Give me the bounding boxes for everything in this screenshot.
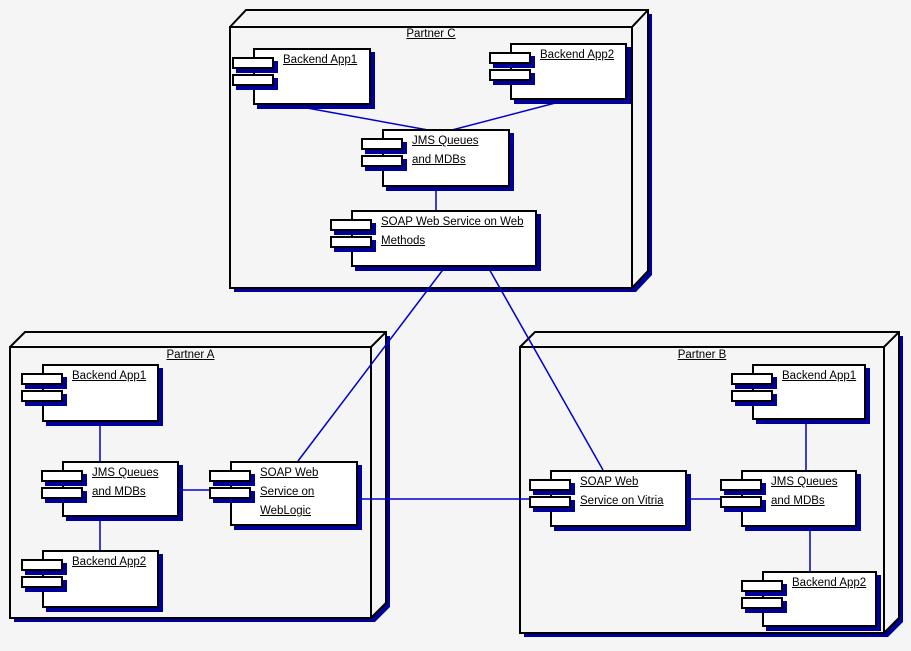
label-line: Backend App1	[782, 370, 857, 382]
component-a-backend-app1: Backend App1	[21, 364, 159, 422]
component-tab-icon	[741, 580, 783, 592]
label-line: SOAP Web	[260, 467, 319, 479]
label-line: Backend App2	[72, 556, 147, 568]
component-tab-icon	[731, 373, 773, 385]
node-title-partner-c: Partner C	[406, 28, 456, 40]
component-label: JMS Queues and MDBs	[412, 132, 506, 170]
node-edge	[631, 9, 649, 28]
component-b-backend-app1: Backend App1	[731, 364, 866, 420]
label-line: Backend App1	[283, 54, 358, 66]
component-c-soap: SOAP Web Service on Web Methods	[330, 210, 537, 267]
node-edge	[370, 602, 387, 619]
label-line: JMS Queues	[771, 476, 838, 488]
label-line: and MDBs	[412, 154, 466, 166]
label-line: and MDBs	[771, 495, 825, 507]
label-line: Backend App2	[540, 49, 615, 61]
component-label: JMS Queues and MDBs	[92, 464, 175, 502]
component-tab-icon	[209, 470, 251, 482]
connector-c-backend-app2--c-jms	[451, 100, 564, 131]
label-line: JMS Queues	[92, 467, 159, 479]
node-edge	[883, 617, 900, 634]
label-line: Service on Vitria	[580, 495, 664, 507]
component-label: Backend App2	[540, 46, 623, 65]
component-tab-icon	[489, 52, 531, 64]
node-edge	[631, 270, 649, 289]
component-label: Backend App1	[283, 51, 367, 70]
node-edge	[883, 331, 900, 348]
label-line: Backend App2	[792, 577, 867, 589]
label-line: SOAP Web Service on Web	[381, 216, 524, 228]
component-tab-icon	[330, 219, 372, 231]
component-a-jms: JMS Queues and MDBs	[41, 461, 179, 517]
component-tab-icon	[209, 487, 251, 499]
component-tab-icon	[529, 479, 571, 491]
component-tab-icon	[720, 479, 762, 491]
component-tab-icon	[21, 390, 63, 402]
component-tab-icon	[361, 138, 403, 150]
component-tab-icon	[41, 487, 83, 499]
connector-c-soap--a-soap	[297, 266, 446, 462]
component-label: Backend App1	[782, 367, 862, 386]
component-label: Backend App2	[72, 553, 155, 572]
component-tab-icon	[330, 236, 372, 248]
component-tab-icon	[720, 496, 762, 508]
component-a-backend-app2: Backend App2	[21, 550, 159, 608]
node-edge	[370, 331, 387, 348]
label-line: and MDBs	[92, 486, 146, 498]
label-line: WebLogic	[260, 505, 311, 517]
label-line: Methods	[381, 235, 426, 247]
connector-c-soap--b-soap	[487, 266, 604, 471]
label-line: Service on	[260, 486, 315, 498]
component-tab-icon	[21, 559, 63, 571]
label-line: Backend App1	[72, 370, 147, 382]
label-line: JMS Queues	[412, 135, 479, 147]
component-a-soap: SOAP Web Service on WebLogic	[209, 461, 358, 526]
component-label: Backend App2	[792, 574, 873, 593]
component-tab-icon	[232, 57, 274, 69]
connector-c-backend-app1--c-jms	[295, 105, 429, 131]
component-tab-icon	[21, 576, 63, 588]
component-c-backend-app1: Backend App1	[232, 48, 371, 105]
component-label: SOAP Web Service on Web Methods	[381, 213, 533, 251]
node-title-partner-a: Partner A	[166, 349, 215, 361]
component-label: JMS Queues and MDBs	[771, 473, 853, 511]
component-tab-icon	[489, 69, 531, 81]
label-line: SOAP Web	[580, 476, 639, 488]
component-b-jms: JMS Queues and MDBs	[720, 470, 857, 527]
component-tab-icon	[361, 155, 403, 167]
component-c-jms: JMS Queues and MDBs	[361, 129, 510, 187]
component-tab-icon	[529, 496, 571, 508]
component-label: SOAP Web Service on WebLogic	[260, 464, 354, 521]
component-tab-icon	[741, 597, 783, 609]
component-label: Backend App1	[72, 367, 155, 386]
component-tab-icon	[731, 390, 773, 402]
connector-layer	[99, 100, 811, 571]
component-tab-icon	[21, 373, 63, 385]
component-tab-icon	[232, 74, 274, 86]
component-label: SOAP Web Service on Vitria	[580, 473, 683, 511]
component-b-backend-app2: Backend App2	[741, 571, 877, 627]
node-title-partner-b: Partner B	[677, 349, 727, 361]
component-b-soap: SOAP Web Service on Vitria	[529, 470, 687, 527]
component-c-backend-app2: Backend App2	[489, 43, 627, 100]
component-tab-icon	[41, 470, 83, 482]
